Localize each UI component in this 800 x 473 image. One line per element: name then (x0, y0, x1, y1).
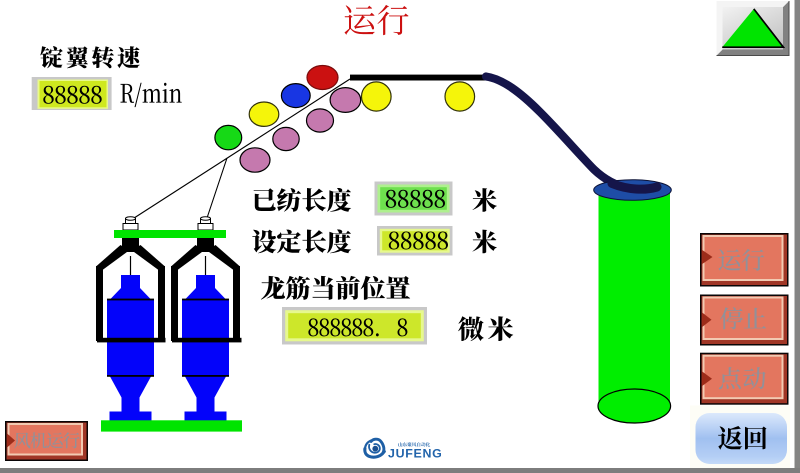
svg-text:JUFENG: JUFENG (388, 447, 442, 461)
